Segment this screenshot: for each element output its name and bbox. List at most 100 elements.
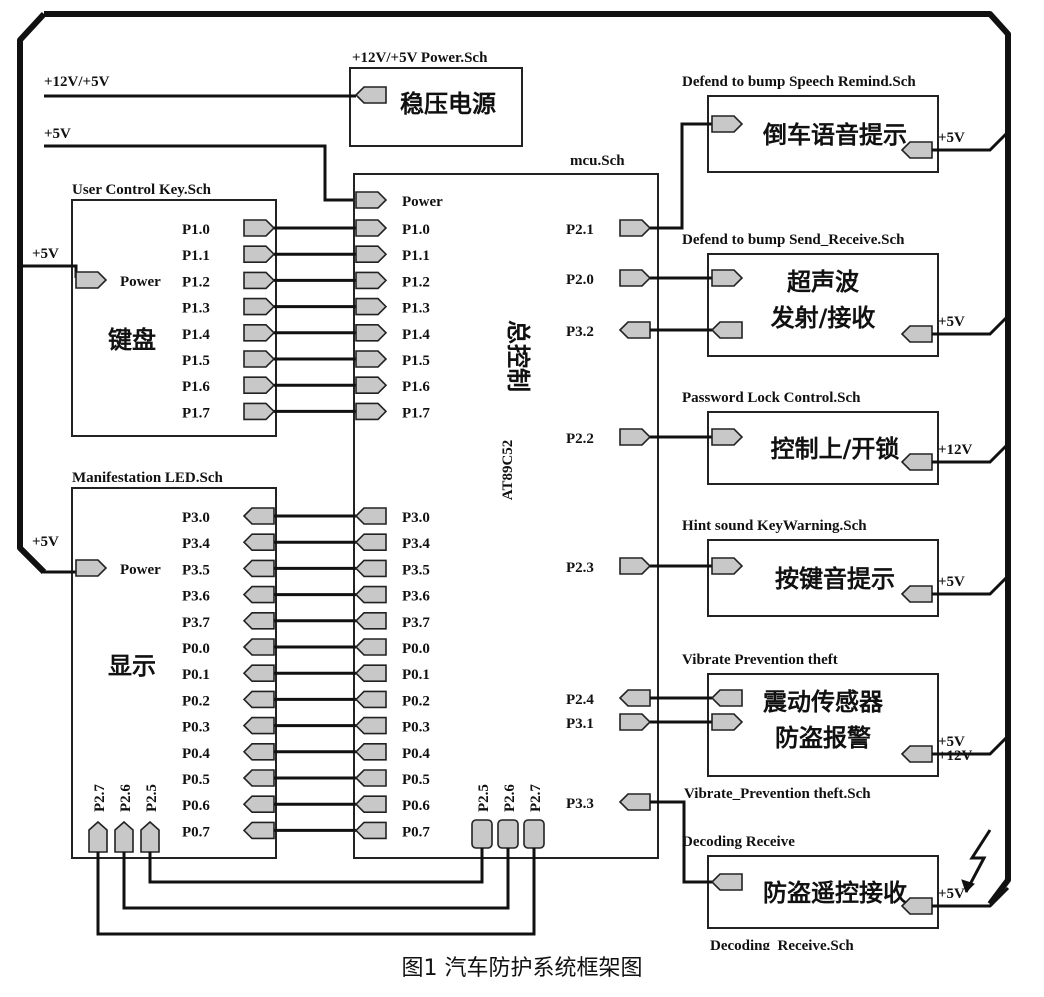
led-pin-label: P0.2	[182, 693, 210, 709]
rail-5v-mcu-wire	[44, 144, 356, 202]
module-power-wire	[932, 130, 1010, 152]
mcu-p1-port	[355, 219, 388, 237]
led-pin-port	[242, 507, 275, 525]
mcu-right-port	[619, 557, 652, 575]
keyboard-pin-label: P1.6	[182, 379, 210, 395]
mcu-p3p0-label: P3.6	[402, 589, 430, 605]
keyboard-pin-label: P1.7	[182, 405, 210, 421]
module-header: Defend to bump Send_Receive.Sch	[682, 232, 905, 248]
led-box	[71, 487, 277, 859]
led-bottom-pin-label: P2.7	[92, 784, 108, 812]
led-pin-port	[242, 533, 275, 552]
mcu-p3p0-port	[354, 559, 387, 578]
power-supply-title: 稳压电源	[400, 90, 496, 118]
module-footer: Vibrate_Prevention theft.Sch	[684, 786, 871, 802]
mcu-p1-port	[355, 402, 388, 421]
mcu-p1-label: P1.3	[402, 301, 430, 317]
mcu-p3p0-label: P0.1	[402, 667, 430, 683]
module-power-label: +12V	[938, 442, 973, 458]
keyboard-pin-port	[243, 219, 276, 237]
module-input-port	[711, 428, 744, 446]
led-power-port	[75, 559, 108, 577]
led-pin-port	[242, 638, 275, 656]
mcu-p3p0-port	[354, 585, 387, 604]
led-pin-port	[242, 559, 275, 578]
mcu-p1-port	[355, 271, 388, 290]
mcu-right-pin-label: P2.2	[566, 431, 594, 447]
module-power-wire	[932, 886, 1010, 908]
mcu-p3p0-port	[354, 690, 387, 709]
mcu-p3p0-label: P3.0	[402, 510, 430, 526]
module-power-wire	[932, 442, 1010, 464]
led-pin-label: P0.5	[182, 772, 210, 788]
mcu-p1-port	[355, 323, 388, 342]
module-power-label: +5V	[938, 314, 965, 330]
module-output-port	[710, 689, 743, 707]
mcu-p1-port	[355, 376, 388, 395]
mcu-p1-label: P1.5	[402, 353, 430, 369]
rail-5v-top-label: +5V	[44, 126, 71, 142]
mcu-title-cn: 总控制	[504, 320, 532, 392]
mcu-right-port	[618, 793, 651, 811]
keyboard-box	[71, 199, 277, 437]
module-box	[707, 253, 939, 357]
mcu-bottom-port	[523, 819, 545, 849]
led-pin-label: P0.7	[182, 824, 210, 840]
module-input-port	[711, 269, 744, 287]
keyboard-header: User Control Key.Sch	[72, 182, 212, 198]
mcu-bottom-port	[497, 819, 519, 849]
mcu-p3p0-label: P0.0	[402, 641, 430, 657]
module-output-port	[710, 321, 743, 339]
mcu-p3p0-port	[354, 795, 387, 814]
led-bottom-pin-label: P2.6	[118, 784, 134, 812]
mcu-right-port	[619, 428, 652, 446]
mcu-right-pin-label: P2.3	[566, 560, 594, 576]
led-pin-label: P3.4	[182, 536, 210, 552]
module-power-port	[900, 897, 933, 915]
mcu-p1-label: P1.6	[402, 379, 430, 395]
keyboard-5v-wire	[20, 264, 78, 278]
keyboard-pin-label: P1.5	[182, 353, 210, 369]
module-power-port	[900, 141, 933, 159]
module-power-wire	[932, 734, 1010, 756]
module-box	[707, 673, 939, 777]
module-power-wire	[932, 314, 1010, 336]
mcu-p3p0-port	[354, 611, 387, 630]
mcu-right-pin-label: P3.2	[566, 324, 594, 340]
mcu-bottom-pin-label: P2.7	[528, 784, 544, 812]
mcu-p1-label: P1.1	[402, 248, 430, 264]
module-power-port	[900, 745, 933, 763]
mcu-p3p0-port	[354, 821, 387, 840]
led-pin-label: P0.3	[182, 720, 210, 736]
mcu-p1-label: P1.7	[402, 405, 430, 421]
module-title: 超声波	[787, 268, 860, 296]
module-input-port	[711, 557, 744, 575]
mcu-right-pin-label: P3.1	[566, 716, 594, 732]
mcu-p1-label: P1.0	[402, 222, 430, 238]
led-pin-label: P0.1	[182, 667, 210, 683]
module-box	[707, 539, 939, 617]
module-box	[707, 855, 939, 929]
mcu-right-port	[618, 321, 651, 339]
keyboard-title: 键盘	[108, 326, 156, 354]
keyboard-pin-label: P1.4	[182, 327, 210, 343]
mcu-p1-port	[355, 350, 388, 368]
led-pin-port	[242, 716, 275, 735]
power-bus-outer	[44, 11, 1011, 906]
keyboard-pin-label: P1.1	[182, 248, 210, 264]
module-power-label: +5V	[938, 886, 965, 902]
power-bus-left	[17, 11, 47, 575]
led-power-label: Power	[120, 562, 161, 578]
mcu-bottom-pin-label: P2.6	[502, 784, 518, 812]
module-power-label: +5V	[938, 130, 965, 146]
led-pin-label: P0.0	[182, 641, 210, 657]
keyboard-pin-port	[243, 297, 276, 316]
led-pin-port	[242, 611, 275, 630]
mcu-header: mcu.Sch	[570, 153, 625, 169]
led-pin-label: P3.5	[182, 562, 210, 578]
led-pin-port	[242, 769, 275, 787]
mcu-p3p0-port	[354, 533, 387, 552]
led-pin-port	[242, 690, 275, 709]
module-power-label: +5V	[938, 734, 965, 750]
mcu-bottom-port	[471, 819, 493, 849]
